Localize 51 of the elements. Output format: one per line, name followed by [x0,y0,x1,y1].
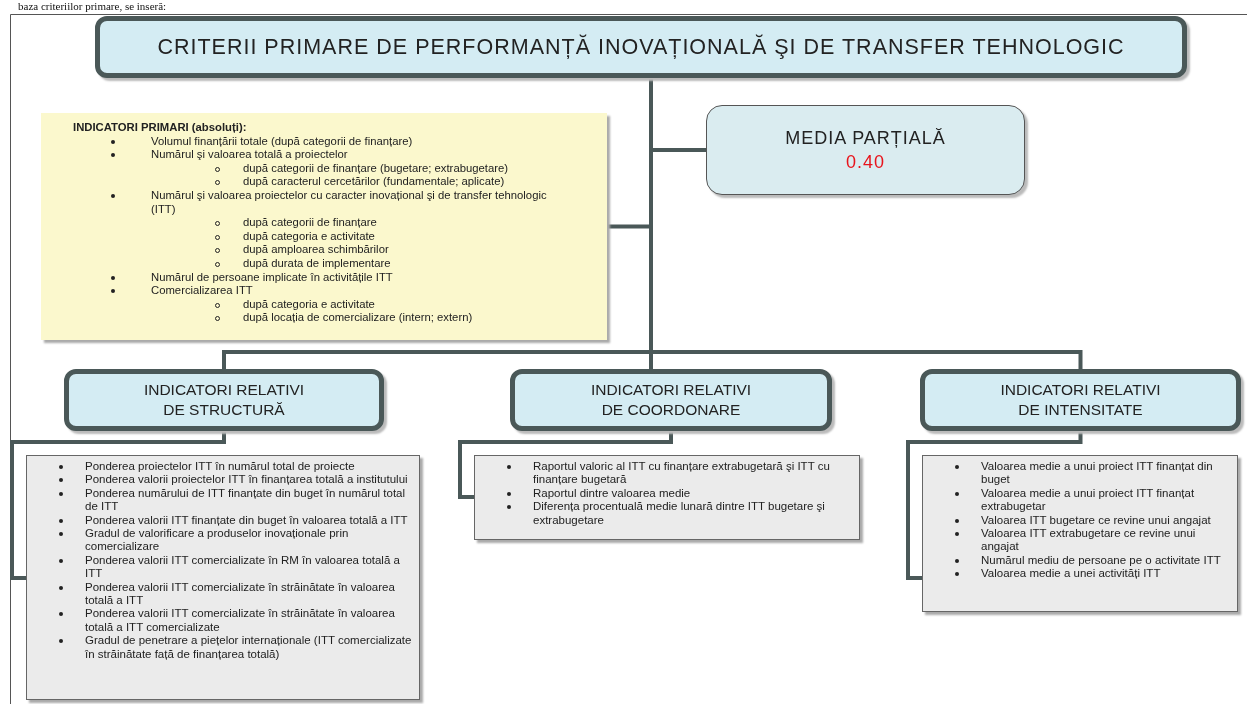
list-box [922,455,1238,612]
list-box [26,455,420,700]
list-item: Raportul valoric al ITT cu finanțare extrabugetară şi ITT cu finanțare bugetară [519,460,853,487]
list-item: Numărul de persoane implicate în activitățile ITT [133,270,567,285]
list-item: Ponderea valorii ITT comercializate în străinătate în valoarea totală a ITT [71,580,413,608]
list-item: după durata de implementare [233,256,567,271]
connector-line [458,431,673,499]
list-item: Gradul de valorificare a produselor inovaționale prin comercializare [71,527,413,554]
result-box [706,105,1025,195]
list-item: Comercializarea ITT [133,284,567,298]
list-item: Raportul dintre valoarea medie [519,486,853,501]
category-box [920,369,1241,431]
list-item: Ponderea valorii ITT comercializate în RM în valoarea totală a ITT [71,553,413,581]
list-item: Ponderea numărului de ITT finanțate din buget în numărul total de ITT [71,486,413,514]
list-item: Valoarea medie a unei activități ITT [967,567,1231,581]
category-box [64,369,384,431]
list-item: Valoarea ITT bugetare ce revine unui angajat [967,513,1231,528]
box-heading: INDICATORI PRIMARI (absoluți): [73,121,248,135]
box-heading: INDICATORI RELATIVI DE STRUCTURĂ [142,380,306,420]
value-text: 0.40 [845,151,885,174]
title-box [95,16,1187,78]
list-item: după categoria e activitate [233,229,567,244]
list-item: după categoria e activitate [233,297,567,312]
list-item: Valoarea ITT extrabugetare ce revine unui angajat [967,527,1231,554]
list-item: după categorii de finanțare [233,216,567,230]
list-item: după categorii de finanțare (bugetare; extrabugetare) [233,161,567,176]
list-item: după caracterul cercetărilor (fundamentale; aplicate) [233,175,567,189]
list-item: Valoarea medie a unui proiect ITT finanțat extrabugetar [967,486,1231,514]
note-box [41,113,607,340]
list-item: Diferența procentuală medie lunară dintre ITT bugetare şi extrabugetare [519,500,853,528]
list-item: Numărul şi valoarea totală a proiectelor [133,148,567,162]
box-heading: INDICATORI RELATIVI DE COORDONARE [589,380,753,420]
list-box [474,455,860,540]
list-item: Volumul finanțării totale (după categorii de finanțare) [133,134,567,149]
category-box [510,369,832,431]
list-item: Ponderea valorii ITT finanțate din buget în valoarea totală a ITT [71,513,413,528]
list-item: după amploarea schimbărilor [233,243,567,257]
list-item: Ponderea proiectelor ITT în numărul total de proiecte [71,460,413,474]
title-text: CRITERII PRIMARE DE PERFORMANȚĂ INOVAȚIONALĂ ŞI DE TRANSFER TEHNOLOGIC [157,34,1125,60]
text-fragment: baza criteriilor primare, se inseră: [18,0,167,12]
box-heading: MEDIA PARȚIALĂ [785,127,946,150]
list-item: după locația de comercializare (intern; extern) [233,311,567,325]
connector-line [10,431,226,580]
connector-line [906,431,1083,580]
list-item: Numărul şi valoarea proiectelor cu caracter inovațional şi de transfer tehnologic (ITT) [133,188,567,217]
list-item: Numărul mediu de persoane pe o activitate ITT [967,553,1231,568]
list-item: Ponderea valorii ITT comercializate în străinătate în valoarea totală a ITT comercializate [71,607,413,635]
list-item: Ponderea valorii proiectelor ITT în finanțarea totală a institutului [71,473,413,487]
box-heading: INDICATORI RELATIVI DE INTENSITATE [999,380,1162,420]
list-item: Valoarea medie a unui proiect ITT finanțat din buget [967,460,1231,487]
list-item: Gradul de penetrare a piețelor internaționale (ITT comercializate în străinătate față de finanțarea totală) [71,634,413,662]
